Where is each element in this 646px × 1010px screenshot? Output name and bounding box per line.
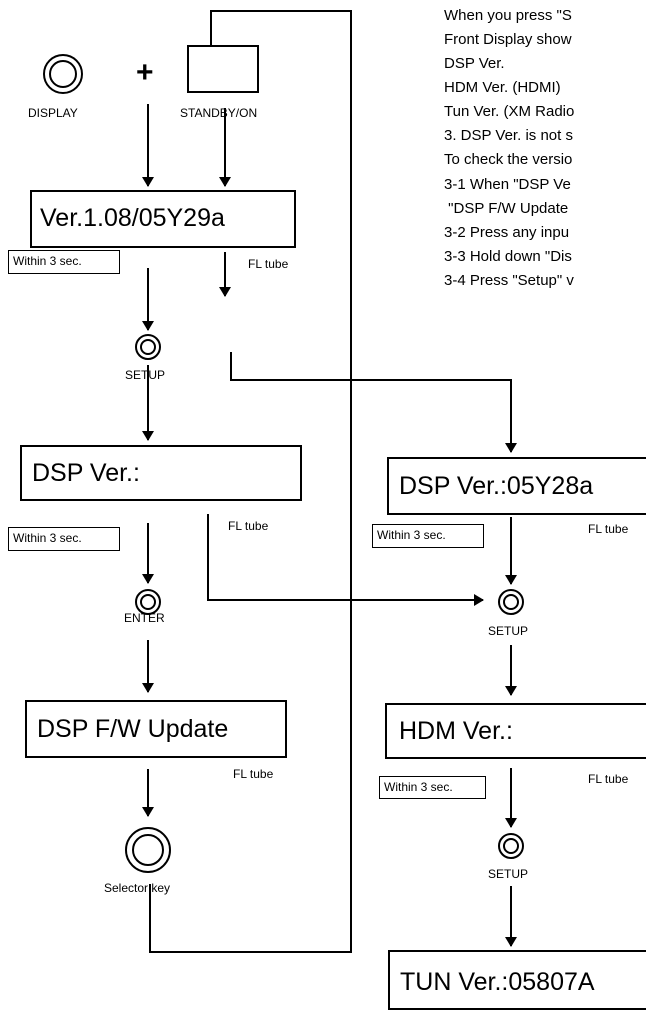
- display-button-outer[interactable]: [43, 54, 83, 94]
- note-line: Tun Ver. (XM Radio: [444, 103, 575, 120]
- fl-tube-label: FL tube: [233, 767, 274, 781]
- enter-key-label: ENTER: [124, 611, 165, 625]
- note-line: DSP Ver.: [444, 55, 505, 72]
- note-line: 3-4 Press "Setup" v: [444, 272, 574, 289]
- fl-tube-label: FL tube: [588, 522, 629, 536]
- note-line: HDM Ver. (HDMI): [444, 79, 561, 96]
- setup-key-label: SETUP: [488, 624, 529, 638]
- fl-display-dsp-ver: DSP Ver.:: [20, 445, 302, 501]
- selector-key-label: Selector key: [104, 881, 171, 895]
- dsp-ver-value-text: DSP Ver.:05Y28a: [399, 472, 594, 500]
- plus-sign: +: [136, 56, 154, 89]
- hdm-ver-display-text: HDM Ver.:: [399, 717, 513, 745]
- setup-button-3[interactable]: [498, 833, 524, 859]
- within-3-sec-label: Within 3 sec.: [372, 524, 484, 548]
- setup-key-label: SETUP: [488, 867, 529, 881]
- selector-key-outer[interactable]: [125, 827, 171, 873]
- tun-ver-display-text: TUN Ver.:05807A: [400, 968, 595, 996]
- fl-display-dsp-ver-value: DSP Ver.:05Y28a: [387, 457, 646, 515]
- note-line: 3. DSP Ver. is not s: [444, 127, 573, 144]
- note-line: 3-2 Press any inpu: [444, 224, 570, 241]
- setup-button-2[interactable]: [498, 589, 524, 615]
- standby-key-label: STANDBY/ON: [180, 106, 258, 120]
- fl-tube-label: FL tube: [228, 519, 269, 533]
- note-line: To check the versio: [444, 151, 573, 168]
- within-3-sec-label: Within 3 sec.: [8, 250, 120, 274]
- dsp-update-display-text: DSP F/W Update: [37, 715, 229, 743]
- fl-display-version: Ver.1.08/05Y29a: [30, 190, 296, 248]
- note-line: "DSP F/W Update: [444, 200, 569, 217]
- fl-display-dsp-update: DSP F/W Update: [25, 700, 287, 758]
- fl-tube-label: FL tube: [588, 772, 629, 786]
- version-display-text: Ver.1.08/05Y29a: [40, 204, 225, 232]
- standby-button[interactable]: [187, 45, 259, 93]
- within-3-sec-label: Within 3 sec.: [379, 776, 486, 799]
- dsp-ver-display-text: DSP Ver.:: [32, 459, 140, 487]
- note-line: When you press "S: [444, 7, 572, 24]
- fl-tube-label: FL tube: [248, 257, 289, 271]
- display-button-inner[interactable]: [49, 60, 77, 88]
- display-key-label: DISPLAY: [28, 106, 78, 120]
- instructions-text: When you press "S Front Display show DSP…: [444, 4, 574, 293]
- fl-display-tun-ver: TUN Ver.:05807A: [388, 950, 646, 1010]
- enter-button[interactable]: [135, 589, 161, 615]
- note-line: 3-1 When "DSP Ve: [444, 176, 571, 193]
- setup-button-1[interactable]: [135, 334, 161, 360]
- fl-display-hdm-ver: HDM Ver.:: [385, 703, 646, 759]
- note-line: Front Display show: [444, 31, 572, 48]
- within-3-sec-label: Within 3 sec.: [8, 527, 120, 551]
- setup-key-label: SETUP: [125, 368, 166, 382]
- note-line: 3-3 Hold down "Dis: [444, 248, 572, 265]
